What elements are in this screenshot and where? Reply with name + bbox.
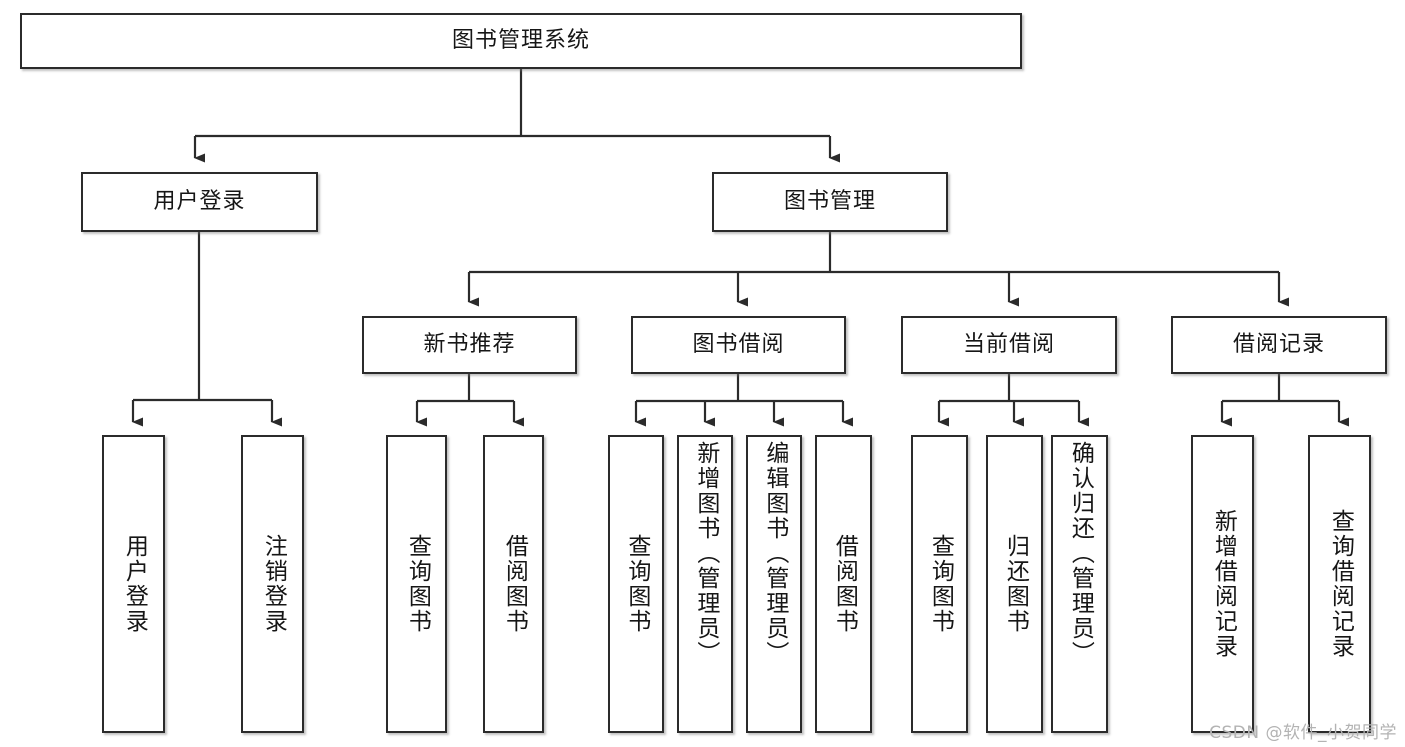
leaf-confirm-return-admin[interactable]: 确认归还（管理员）	[1051, 435, 1108, 733]
leaf-query-borrow-record-label: 查询借阅记录	[1327, 509, 1354, 659]
node-borrow-record-label: 借阅记录	[1232, 331, 1325, 357]
leaf-user-login-label: 用户登录	[121, 534, 148, 634]
node-book-borrow-label: 图书借阅	[692, 331, 785, 357]
leaf-query-book-current-label: 查询图书	[927, 534, 954, 634]
leaf-add-borrow-record-label: 新增借阅记录	[1210, 509, 1237, 659]
node-borrow-record[interactable]: 借阅记录	[1171, 316, 1387, 374]
leaf-return-book[interactable]: 归还图书	[986, 435, 1043, 733]
leaf-borrow-book-label: 借阅图书	[831, 534, 858, 634]
node-root-system[interactable]: 图书管理系统	[20, 13, 1022, 69]
node-book-manage-label: 图书管理	[783, 188, 876, 214]
node-new-book-recommend[interactable]: 新书推荐	[362, 316, 577, 374]
leaf-query-book-recommend[interactable]: 查询图书	[386, 435, 447, 733]
leaf-add-borrow-record[interactable]: 新增借阅记录	[1191, 435, 1254, 733]
node-current-borrow-label: 当前借阅	[962, 331, 1055, 357]
node-book-manage[interactable]: 图书管理	[712, 172, 948, 232]
leaf-query-book-borrow-label: 查询图书	[623, 534, 650, 634]
node-user-login-label: 用户登录	[153, 188, 246, 214]
leaf-logout-login[interactable]: 注销登录	[241, 435, 304, 733]
leaf-user-login[interactable]: 用户登录	[102, 435, 165, 733]
leaf-edit-book-admin-label: 编辑图书（管理员）	[761, 441, 788, 666]
leaf-query-borrow-record[interactable]: 查询借阅记录	[1308, 435, 1371, 733]
leaf-query-book-borrow[interactable]: 查询图书	[608, 435, 664, 733]
node-root-label: 图书管理系统	[451, 27, 590, 53]
node-current-borrow[interactable]: 当前借阅	[901, 316, 1117, 374]
leaf-edit-book-admin[interactable]: 编辑图书（管理员）	[746, 435, 802, 733]
leaf-borrow-book-recommend[interactable]: 借阅图书	[483, 435, 544, 733]
leaf-borrow-book-recommend-label: 借阅图书	[501, 534, 528, 634]
leaf-query-book-recommend-label: 查询图书	[404, 534, 431, 634]
leaf-query-book-current[interactable]: 查询图书	[911, 435, 968, 733]
leaf-borrow-book[interactable]: 借阅图书	[815, 435, 872, 733]
node-user-login[interactable]: 用户登录	[81, 172, 318, 232]
leaf-add-book-admin-label: 新增图书（管理员）	[692, 441, 719, 666]
leaf-logout-login-label: 注销登录	[260, 534, 287, 634]
csdn-watermark: CSDN @软件_小贺同学	[1209, 723, 1397, 743]
node-book-borrow[interactable]: 图书借阅	[631, 316, 846, 374]
leaf-return-book-label: 归还图书	[1002, 534, 1029, 634]
node-new-book-recommend-label: 新书推荐	[423, 331, 516, 357]
leaf-confirm-return-admin-label: 确认归还（管理员）	[1067, 441, 1094, 666]
leaf-add-book-admin[interactable]: 新增图书（管理员）	[677, 435, 733, 733]
